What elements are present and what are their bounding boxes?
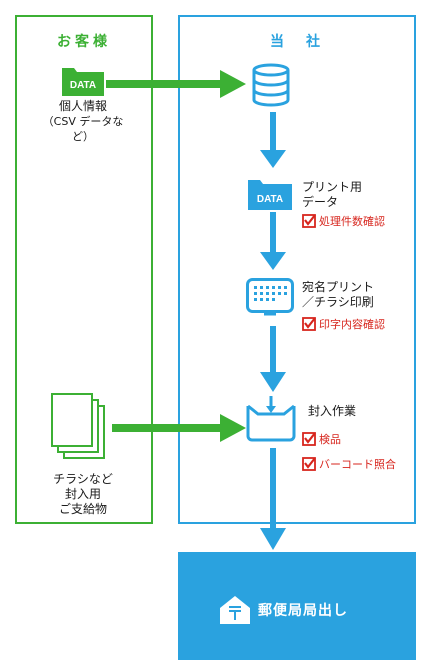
personal-info-line1: 個人情報 (58, 99, 107, 113)
step3-label: 封入作業 (308, 404, 356, 419)
enclosure-line2: 封入用 (64, 487, 101, 501)
blue-folder-label: DATA (257, 194, 283, 205)
step1-line2: データ (302, 195, 339, 209)
post-office-label: 郵便局局出し (258, 603, 348, 619)
database-icon (252, 63, 290, 107)
check-label: 印字内容確認 (319, 318, 385, 331)
step2-line1: 宛名プリント (302, 280, 375, 294)
supply-arrow (112, 414, 246, 442)
documents-stack-icon (51, 393, 105, 459)
check-label: バーコード照合 (319, 458, 396, 471)
post-office-icon (220, 596, 250, 624)
customer-panel-title: お客様 (57, 34, 111, 50)
envelope-box-icon (246, 396, 296, 442)
step2-line2: ／チラシ印刷 (302, 295, 374, 309)
flow-arrow-2 (260, 212, 286, 270)
enclosure-label: チラシなど 封入用 ご支給物 (38, 472, 128, 517)
customer-panel: お客様 (15, 15, 153, 524)
check-item: 印字内容確認 (302, 316, 385, 332)
enclosure-line1: チラシなど (53, 472, 113, 486)
checkbox-icon (302, 317, 316, 331)
flow-arrow-3 (260, 326, 286, 392)
check-label: 処理件数確認 (319, 215, 385, 228)
personal-info-line2: （CSV データなど） (42, 115, 124, 143)
check-item: 検品 (302, 431, 341, 447)
personal-info-label: 個人情報 （CSV データなど） (38, 99, 128, 144)
checkbox-icon (302, 457, 316, 471)
check-item: バーコード照合 (302, 456, 396, 472)
step1-label: プリント用 データ (302, 180, 362, 210)
step3-line1: 封入作業 (308, 404, 357, 418)
folder-label: DATA (70, 80, 96, 91)
check-label: 検品 (319, 433, 341, 446)
post-office-box: 郵便局局出し (178, 552, 416, 660)
enclosure-line3: ご支給物 (58, 502, 107, 516)
printer-sheet-icon (246, 278, 294, 316)
upload-arrow (106, 70, 246, 98)
green-folder-icon: DATA (62, 68, 104, 96)
company-panel: 当 社 (178, 15, 416, 524)
step1-line1: プリント用 (302, 180, 363, 194)
company-panel-title: 当 社 (270, 34, 324, 50)
blue-folder-icon: DATA (248, 180, 292, 210)
flow-arrow-4 (260, 448, 286, 550)
checkbox-icon (302, 432, 316, 446)
step2-label: 宛名プリント ／チラシ印刷 (302, 280, 374, 310)
check-item: 処理件数確認 (302, 213, 385, 229)
checkbox-icon (302, 214, 316, 228)
flow-arrow-1 (260, 112, 286, 168)
